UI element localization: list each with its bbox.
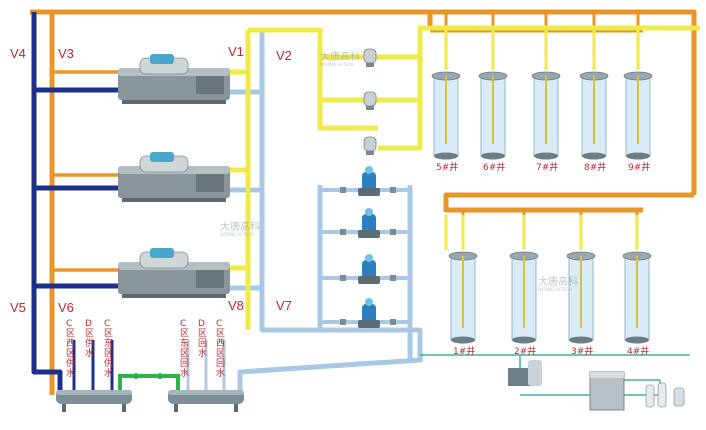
valve-label-v4: V4 (10, 46, 26, 61)
watermark-text: 大唐高科 (220, 220, 260, 233)
circulation-pump (340, 208, 396, 238)
circulation-pumps (340, 166, 396, 328)
valve-label-v3: V3 (58, 46, 74, 61)
circulation-pump (340, 254, 396, 284)
valve-label-v8: V8 (228, 298, 244, 313)
water-tank (589, 371, 625, 411)
well: 6#井 (478, 71, 508, 173)
heat-pump-units (118, 54, 230, 298)
watermark-logo-2: 大唐高科 DATANG HI-TECH (220, 220, 260, 237)
filter-valve (363, 91, 377, 110)
watermark-subtext: DATANG HI-TECH (220, 232, 254, 237)
well: 3#井 (566, 251, 596, 357)
yellow-well-drops (444, 28, 640, 250)
valve-label-v7: V7 (276, 298, 292, 313)
well: 7#井 (531, 71, 561, 173)
valve-label-v2: V2 (276, 48, 292, 63)
well: 1#井 (448, 251, 478, 357)
filter-valve (363, 136, 377, 155)
valve-label-v1: V1 (228, 44, 244, 59)
well-label: 7#井 (536, 161, 558, 173)
well: 8#井 (579, 71, 609, 173)
well: 9#井 (623, 71, 653, 173)
valve-label-v6: V6 (58, 300, 74, 315)
orange-mid-header-pipe (443, 192, 694, 212)
heat-pump-unit (118, 152, 230, 202)
blue-supply-pipe-network (31, 12, 118, 392)
well-label: 9#井 (628, 161, 650, 173)
filter-valve (363, 48, 377, 67)
watermark-logo-3: 大唐高科 DATANG HI-TECH (538, 275, 578, 292)
return-manifold (168, 390, 244, 412)
supply-manifold (56, 390, 132, 412)
orange-unit-feed-pipes (52, 70, 118, 272)
supply-zone-drop-pipes (72, 340, 114, 392)
watermark-text: 大唐高科 (320, 50, 360, 63)
heat-pump-unit (118, 248, 230, 298)
watermark-subtext: DATANG HI-TECH (538, 287, 572, 292)
light-blue-pump-branches (320, 188, 410, 324)
light-blue-pipe-network (230, 27, 423, 392)
well-label: 2#井 (514, 345, 536, 357)
heat-pump-unit (118, 54, 230, 104)
valve-label-v5: V5 (10, 300, 26, 315)
well-label: 1#井 (453, 345, 475, 357)
circulation-pump (340, 298, 396, 328)
return-zone-drop-pipes (186, 340, 226, 392)
well: 2#井 (509, 251, 539, 357)
well: 5#井 (431, 71, 461, 173)
well-label: 3#井 (571, 345, 593, 357)
green-bypass-pipe (118, 374, 180, 392)
well-label: 8#井 (584, 161, 606, 173)
wells-top-row: 5#井 6#井 7#井 8#井 9#井 (431, 71, 653, 173)
watermark-subtext: DATANG HI-TECH (320, 62, 354, 67)
wells-bottom-row: 1#井 2#井 3#井 4#井 (448, 251, 652, 357)
well-label: 6#井 (483, 161, 505, 173)
well-loop-filters (363, 48, 377, 155)
softener-tanks (645, 382, 685, 408)
well-label: 4#井 (627, 345, 649, 357)
watermark-logo-1: 大唐高科 DATANG HI-TECH (320, 50, 360, 67)
well: 4#井 (622, 251, 652, 357)
well-label: 5#井 (436, 161, 458, 173)
circulation-pump (340, 166, 396, 196)
orange-top-main-pipe (30, 9, 697, 195)
green-bypass-valves (133, 373, 163, 379)
water-treatment-pump (508, 360, 542, 386)
watermark-text: 大唐高科 (538, 275, 578, 288)
